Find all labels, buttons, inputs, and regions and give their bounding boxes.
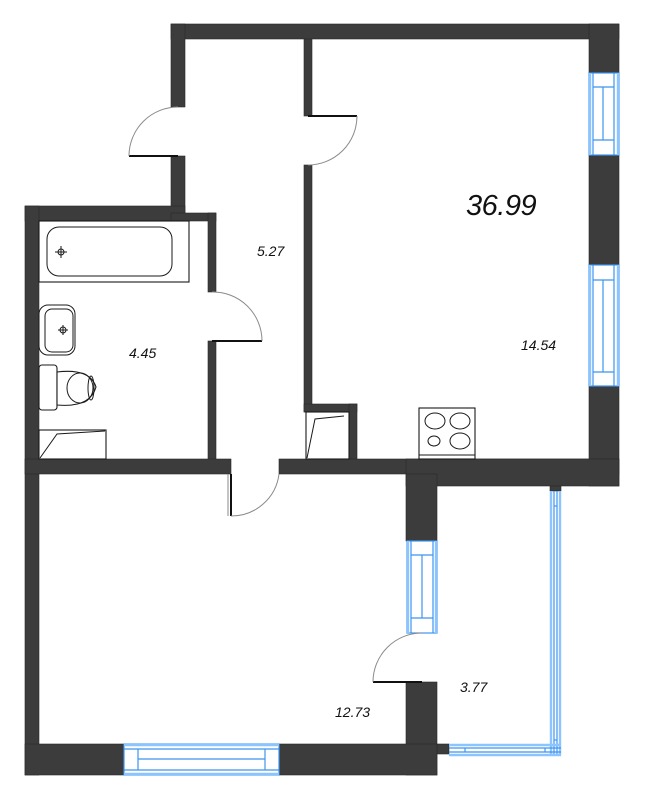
wall-left [24, 205, 40, 776]
wall-bathroom-right-upper [207, 212, 217, 293]
bathroom-door[interactable] [211, 291, 263, 342]
wall-balcony-pier-upper [405, 473, 438, 542]
wall-middle-left [24, 458, 232, 475]
balcony-door[interactable] [372, 632, 423, 683]
wall-bottom-left [24, 743, 125, 776]
window-balcony-door [406, 540, 438, 634]
wall-middle-right-thick [405, 458, 620, 487]
bathtub-icon [38, 220, 190, 283]
bathroom-area-label: 4.45 [129, 345, 157, 361]
wall-bathroom-top [24, 205, 186, 222]
toilet-icon [38, 364, 97, 411]
wall-right-mid [588, 154, 620, 266]
wall-bottom-right [278, 743, 438, 776]
kitchen-door[interactable] [307, 115, 358, 166]
stove-icon [418, 407, 476, 460]
wall-right-top [588, 23, 620, 74]
balcony-glazing [449, 491, 562, 757]
window-kitchen-upper [588, 72, 620, 156]
wall-partition-upper [303, 38, 313, 117]
window-kitchen-lower [588, 264, 620, 387]
wall-hall-left-upper [170, 23, 186, 108]
total-area-label: 36.99 [466, 190, 537, 222]
bedroom-area-label: 12.73 [335, 704, 371, 720]
wall-fridge-niche-right [348, 403, 358, 465]
wall-balcony-stub [436, 743, 450, 755]
entrance-door[interactable] [128, 106, 179, 157]
sink-icon [38, 304, 76, 356]
washing-machine-icon [38, 429, 107, 460]
kitchen-area-label: 14.54 [521, 337, 557, 353]
wall-balcony-right-stub [549, 485, 562, 492]
wall-bathroom-right-lower [207, 340, 217, 468]
bedroom-door[interactable] [227, 473, 280, 517]
wall-top [170, 23, 620, 40]
walls [24, 23, 620, 776]
window-bedroom-bottom [123, 743, 280, 776]
balcony-area-label: 3.77 [460, 679, 488, 695]
fridge-icon [305, 411, 350, 460]
hallway-area-label: 5.27 [257, 243, 285, 259]
wall-hall-left-lower [170, 155, 186, 215]
wall-partition-lower [303, 164, 313, 413]
